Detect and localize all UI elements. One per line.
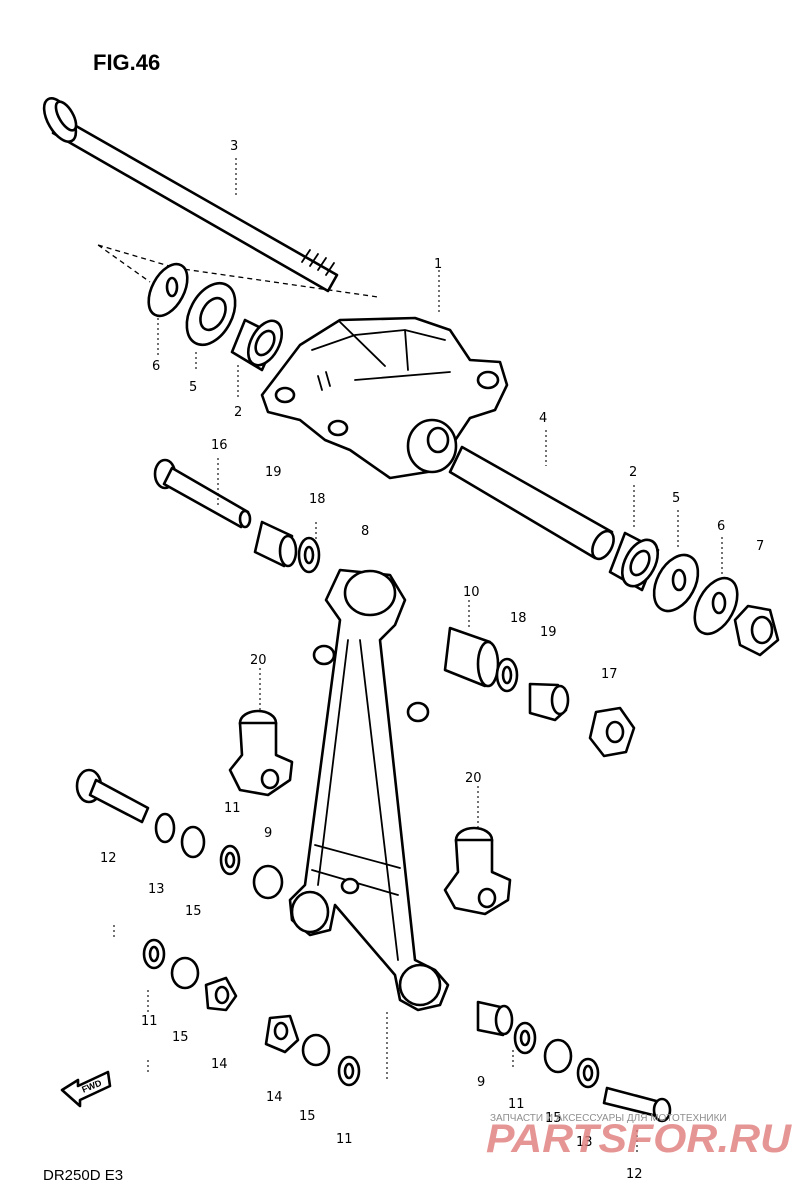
callout: 11: [508, 1097, 525, 1112]
collar-19: [528, 682, 570, 722]
cushion-lever-housing: [260, 316, 509, 480]
bearing-set-lower-left: [142, 938, 238, 1012]
callout: 1: [434, 257, 442, 272]
oil-seal-left: [185, 281, 237, 347]
washer-left: [147, 262, 189, 318]
callout: 9: [477, 1075, 485, 1090]
callout: 15: [185, 904, 202, 919]
callout: 4: [539, 411, 547, 426]
callout-numbers: 3 1 6 5 2 4 16 19 18 2 5 6 7 8 10 18 19 …: [100, 139, 764, 1182]
callout: 14: [211, 1057, 228, 1072]
bearing-set-left: [154, 812, 284, 900]
washer-right: [693, 576, 739, 636]
needle-bearing-right: [608, 531, 660, 592]
callout: 11: [336, 1132, 353, 1147]
spacer-collar: [253, 520, 298, 568]
callout: 2: [629, 465, 637, 480]
leader-lines: [113, 158, 723, 1155]
alignment-lines: [97, 244, 379, 298]
watermark-caption: ЗАПЧАСТИ И АКСЕССУАРЫ ДЛЯ МОТОТЕХНИКИ: [490, 1113, 727, 1124]
spacer-10: [443, 626, 500, 688]
callout: 2: [234, 405, 242, 420]
callout: 15: [299, 1109, 316, 1124]
bearing-set-lower-right: [476, 1000, 672, 1123]
bolt-left: [75, 768, 150, 824]
bracket-upper: [228, 709, 294, 797]
callout: 5: [189, 380, 197, 395]
callout: 12: [626, 1167, 643, 1182]
callout: 9: [264, 826, 272, 841]
callout: 5: [672, 491, 680, 506]
callout: 20: [465, 771, 482, 786]
lever-bolt: [153, 458, 252, 529]
model-label: DR250D E3: [43, 1167, 123, 1184]
callout: 16: [211, 438, 228, 453]
callout: 19: [540, 625, 557, 640]
callout: 10: [463, 585, 480, 600]
callout: 15: [172, 1030, 189, 1045]
cushion-rod: [288, 568, 450, 1012]
bearing-set-lower-mid: [264, 1014, 361, 1087]
callout: 12: [100, 851, 117, 866]
callout: 14: [266, 1090, 283, 1105]
dust-seal: [297, 536, 321, 574]
callout: 3: [230, 139, 238, 154]
callout: 18: [309, 492, 326, 507]
callout: 15: [545, 1111, 562, 1126]
seal-18: [495, 657, 519, 693]
callout: 11: [224, 801, 241, 816]
callout: 19: [265, 465, 282, 480]
bracket-lower: [443, 826, 512, 916]
callout: 11: [141, 1014, 158, 1029]
callout: 7: [756, 539, 764, 554]
forward-arrow-icon: FWD: [60, 1070, 112, 1108]
callout: 20: [250, 653, 267, 668]
pivot-nut: [733, 604, 780, 657]
lock-nut: [588, 706, 636, 758]
pivot-bolt: [42, 97, 339, 293]
figure-title: FIG.46: [93, 50, 160, 75]
callout: 13: [148, 882, 165, 897]
callout: 18: [510, 611, 527, 626]
callout: 13: [576, 1135, 593, 1150]
callout: 6: [717, 519, 725, 534]
callout: 17: [601, 667, 618, 682]
callout: 8: [361, 524, 369, 539]
watermark-brand: PARTSFOR.RU: [486, 1117, 792, 1161]
spacer-tube: [448, 445, 615, 561]
oil-seal-right: [652, 553, 700, 613]
needle-bearing-left: [230, 318, 284, 372]
callout: 6: [152, 359, 160, 374]
